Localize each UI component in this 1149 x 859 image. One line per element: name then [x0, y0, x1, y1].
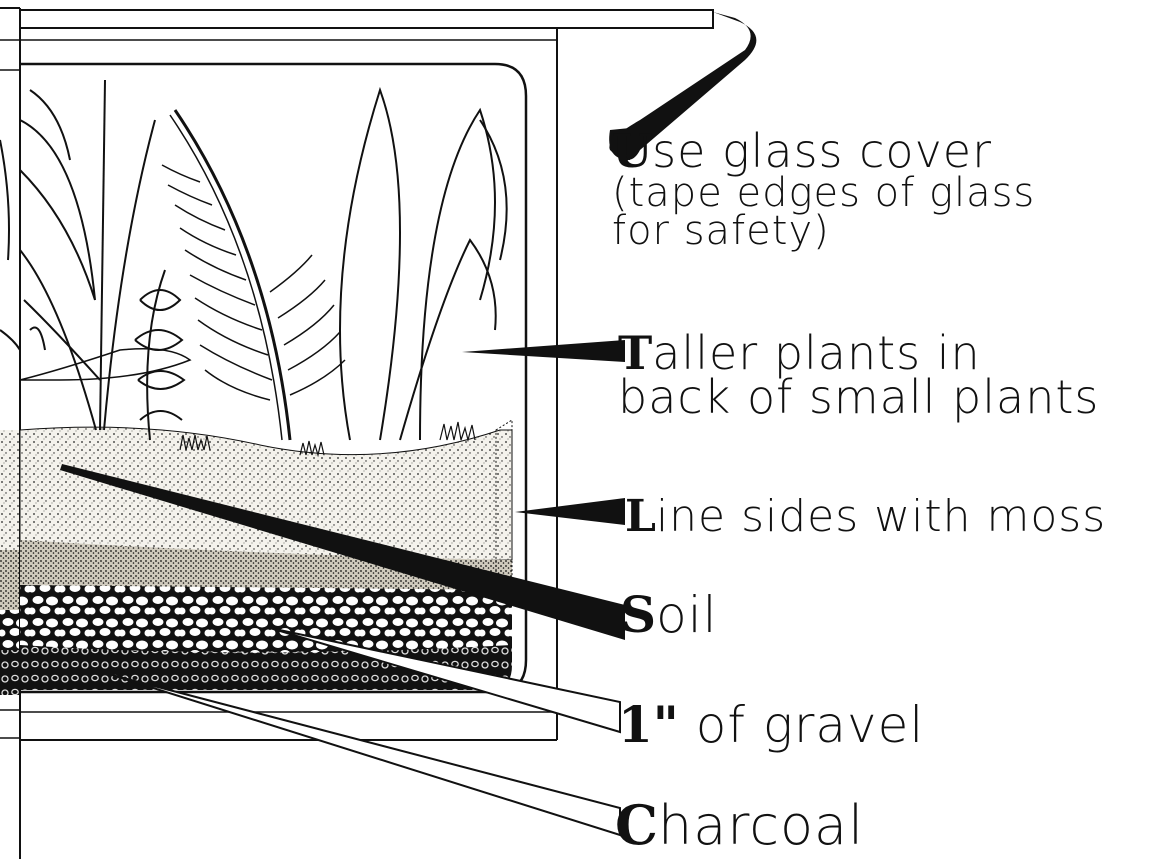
label-gravel: 1" of gravel: [618, 700, 924, 750]
label-text: oil: [656, 586, 717, 644]
pointer-moss: [515, 498, 625, 525]
label-taller-plants: Taller plants in back of small plants: [618, 330, 1099, 420]
label-glass-cover: Use glass cover (tape edges of glass for…: [612, 128, 1035, 250]
label-line: back of small plants: [618, 376, 1099, 420]
label-initial: C: [615, 793, 658, 857]
substrate-layers: [20, 420, 512, 690]
label-initial: S: [620, 585, 656, 644]
label-moss: Line sides with moss: [625, 495, 1106, 539]
label-initial: L: [625, 491, 656, 542]
label-text: of gravel: [679, 696, 924, 754]
label-text: harcoal: [658, 794, 864, 857]
label-line: (tape edges of glass: [612, 174, 1035, 212]
glass-cover: [20, 10, 713, 28]
plants-illustration: [20, 80, 507, 455]
label-text: ine sides with moss: [656, 491, 1106, 542]
label-initial: 1": [618, 695, 679, 754]
label-charcoal: Charcoal: [615, 798, 864, 853]
label-line: for safety): [612, 212, 1035, 250]
left-page-edge: [0, 8, 20, 859]
pointer-taller-plants: [462, 340, 625, 362]
label-soil: Soil: [620, 590, 717, 640]
